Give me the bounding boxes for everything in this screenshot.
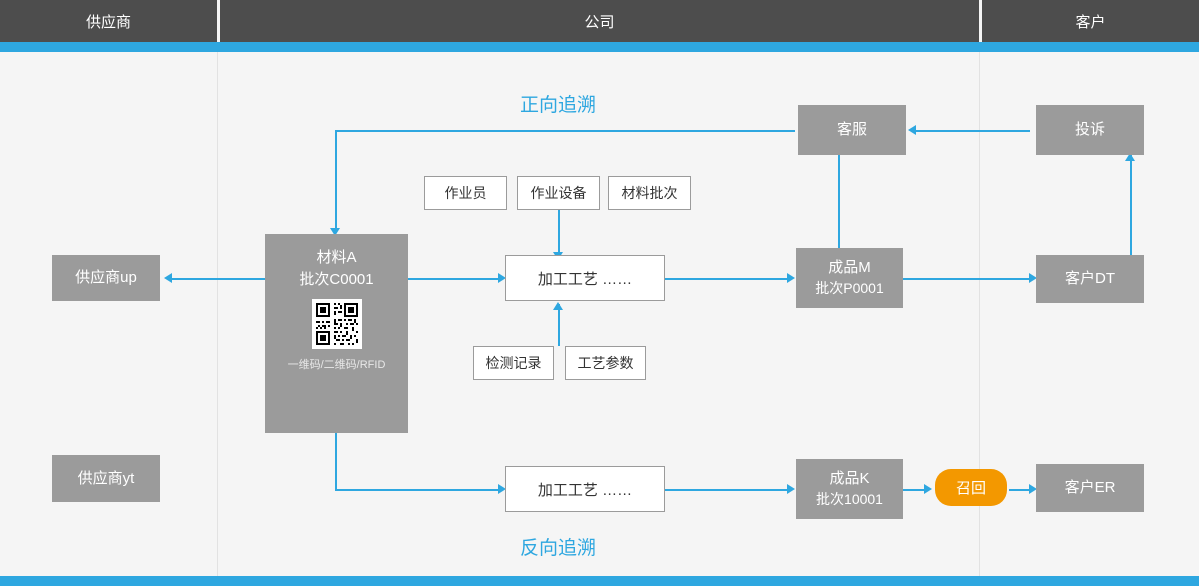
node-material-a[interactable]: 材料A 批次C0001 [265,234,408,433]
arrowhead-right-to-process [498,273,506,283]
node-process-bottom-label: 加工工艺 …… [537,481,633,499]
node-product-k[interactable]: 成品K 批次10001 [796,459,903,519]
connector-complaint-to-service [916,130,1030,132]
arrowhead-left-to-service [908,125,916,135]
node-supplier-yt[interactable]: 供应商yt [52,455,160,502]
connector-material-to-supplier-up [172,278,267,280]
node-product-k-title: 成品K [829,470,870,487]
node-product-m[interactable]: 成品M 批次P0001 [796,248,903,308]
connector-bottom-process-to-product-k [665,489,789,491]
node-process-parameter[interactable]: 工艺参数 [565,346,646,380]
accent-band-bottom [0,576,1199,586]
header-supplier: 供应商 [0,0,217,51]
node-product-m-batch: 批次P0001 [815,280,884,296]
node-operator[interactable]: 作业员 [424,176,507,210]
node-process-top[interactable]: 加工工艺 …… [505,255,665,301]
node-product-k-batch: 批次10001 [816,491,883,507]
node-customer-service[interactable]: 客服 [798,105,906,155]
node-customer-dt[interactable]: 客户DT [1036,255,1144,303]
node-material-a-title: 材料A [316,249,357,266]
node-recall-badge[interactable]: 召回 [935,469,1007,506]
arrowhead-down-to-material [330,228,340,236]
node-supplier-yt-label: 供应商yt [77,469,135,487]
node-process-bottom[interactable]: 加工工艺 …… [505,466,665,512]
header-customer: 客户 [982,0,1199,51]
node-material-a-code-label: 一维码/二维码/RFID [287,359,386,371]
arrowhead-right-to-product-k [787,484,795,494]
qr-code-icon [311,299,362,349]
node-customer-er[interactable]: 客户ER [1036,464,1144,512]
node-complaint[interactable]: 投诉 [1036,105,1144,155]
connector-service-to-material-horizontal [335,130,795,132]
node-inspection-record[interactable]: 检测记录 [473,346,554,380]
connector-product-m-to-customer-dt [903,278,1031,280]
connector-equipment-to-process [558,210,560,255]
connector-recall-to-customer-er [1009,489,1031,491]
connector-service-to-product-m [838,155,840,255]
header-company-label: 公司 [584,13,615,31]
arrowhead-right-to-bottom-process [498,484,506,494]
node-material-a-batch: 批次C0001 [299,271,374,288]
arrowhead-up-to-complaint [1125,153,1135,161]
connector-process-to-product-m [665,278,789,280]
node-customer-service-label: 客服 [836,121,867,138]
node-product-m-title: 成品M [828,259,871,276]
node-material-batch[interactable]: 材料批次 [608,176,691,210]
arrowhead-right-to-customer-dt [1029,273,1037,283]
connector-product-k-to-recall [903,489,926,491]
column-divider-supplier [217,52,218,576]
node-supplier-up-label: 供应商up [75,269,137,286]
arrowhead-right-to-recall [924,484,932,494]
node-recall-label: 召回 [955,480,986,497]
node-process-parameter-label: 工艺参数 [577,355,634,371]
node-complaint-label: 投诉 [1074,121,1105,138]
accent-band-top [0,42,1199,52]
column-divider-customer [979,52,980,576]
header-customer-label: 客户 [1075,13,1106,31]
node-equipment[interactable]: 作业设备 [517,176,600,210]
connector-material-to-bottom-process [335,489,501,491]
diagram-canvas: 正向追溯 反向追溯 客服 投诉 [0,52,1199,576]
backward-trace-title: 反向追溯 [520,538,597,559]
arrowhead-right-to-customer-er [1029,484,1037,494]
node-customer-er-label: 客户ER [1064,479,1116,496]
arrowhead-right-to-product-m [787,273,795,283]
connector-service-to-material-vertical [335,130,337,230]
connector-customer-dt-to-complaint [1130,155,1132,303]
node-supplier-up[interactable]: 供应商up [52,255,160,301]
header-company: 公司 [220,0,979,51]
node-material-batch-label: 材料批次 [621,185,678,201]
node-equipment-label: 作业设备 [530,185,587,201]
arrowhead-up-to-process [553,302,563,310]
top-header-bar: 供应商 公司 客户 [0,0,1199,51]
connector-material-to-process [408,278,500,280]
connector-inspection-to-process [558,304,560,346]
connector-material-down-backward [335,383,337,490]
node-operator-label: 作业员 [444,185,487,201]
arrowhead-left-to-supplier-up [164,273,172,283]
node-inspection-record-label: 检测记录 [485,355,542,371]
node-process-top-label: 加工工艺 …… [537,270,633,288]
forward-trace-title: 正向追溯 [520,95,597,116]
header-supplier-label: 供应商 [85,13,131,31]
node-customer-dt-label: 客户DT [1065,270,1115,287]
